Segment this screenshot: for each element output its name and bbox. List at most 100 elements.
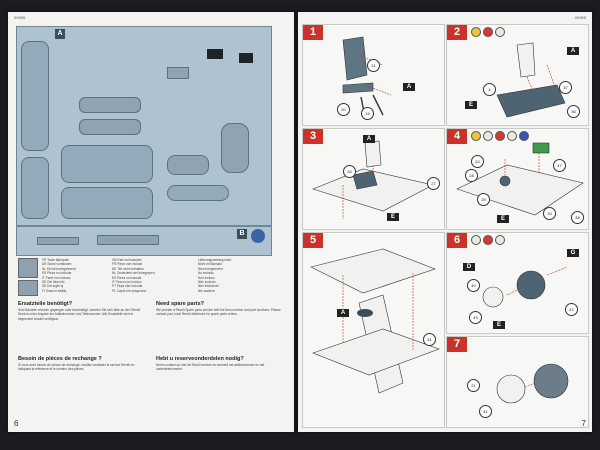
- part-callout: 20: [337, 103, 350, 116]
- legend-line: GB Part not included: [112, 258, 142, 262]
- step-number: 3: [303, 129, 323, 144]
- sprue-reference: E: [465, 101, 477, 109]
- paint-color-icons: [471, 131, 529, 141]
- upper-wing-part: [21, 41, 49, 151]
- article-body: Neem contact op met de Revell service en…: [156, 363, 265, 372]
- part-callout: 47: [553, 159, 566, 172]
- legend-line: NL Kit niet meegeleverd: [42, 266, 76, 271]
- step-number: 2: [447, 25, 467, 40]
- part-callout: 42: [565, 303, 578, 316]
- part-callout: 28: [465, 169, 478, 182]
- lower-wing-part: [21, 157, 49, 219]
- small-part: [37, 237, 79, 245]
- cockpit-floor-drawing: [496, 42, 566, 118]
- fuselage-assembly-drawing: [312, 140, 434, 219]
- color-swatch: [18, 258, 38, 278]
- page-number: 7: [581, 419, 586, 428]
- assembly-step-3: 3 34 27 E A: [302, 128, 445, 230]
- spare-parts-article: Ersatzteile benötigt? Sind Bauteile verl…: [18, 301, 146, 321]
- paint-color-icons: [471, 27, 505, 37]
- sprue-label-a: A: [55, 29, 65, 39]
- tail-part: [167, 185, 229, 201]
- paint-color-icon: [471, 27, 481, 37]
- paint-color-icon: [519, 131, 529, 141]
- fuselage-half-part: [79, 97, 141, 113]
- paint-color-icon: [471, 131, 481, 141]
- sprue-reference: A: [337, 309, 349, 317]
- article-body: We provide a Revell Spare parts service …: [156, 308, 281, 317]
- part-callout: 25: [477, 193, 490, 206]
- legend-line: DE Sonst vorhanden: [42, 262, 72, 267]
- part-callout: 21: [467, 379, 480, 392]
- step-number: 6: [447, 233, 467, 248]
- sprue-reference: D: [463, 263, 475, 271]
- legend-line: Nicht im Bausatz: [198, 262, 222, 267]
- part-callout: 34: [343, 165, 356, 178]
- spare-parts-article: Need spare parts? We provide a Revell Sp…: [156, 301, 284, 317]
- legend-line: ES Pieza no incluida: [112, 275, 142, 280]
- engine-part: [221, 123, 249, 173]
- fuselage-half-part: [79, 119, 141, 135]
- paint-color-icon: [471, 235, 481, 245]
- part-callout: 4: [483, 83, 496, 96]
- sprue-reference: E: [493, 321, 505, 329]
- legend-line: No incluido: [198, 271, 214, 276]
- legend-line: PT Peça não incluída: [112, 284, 143, 289]
- step-number: 7: [447, 337, 467, 352]
- article-body: Si vous avez besoin de pièces de rechang…: [18, 363, 135, 372]
- wing-assembly-drawing: [310, 248, 440, 394]
- product-code: 00965: [14, 15, 26, 20]
- part-callout: 27: [427, 177, 440, 190]
- paint-color-icon: [495, 131, 505, 141]
- legend-line: SE Del ingår ej: [42, 284, 64, 289]
- step-number: 5: [303, 233, 323, 248]
- sprue-reference: A: [363, 135, 375, 143]
- legend-line: Nie zawiera: [198, 288, 215, 293]
- part-callout: 19: [361, 107, 374, 120]
- revell-logo-icon: [251, 229, 265, 243]
- part-callout: 31: [423, 333, 436, 346]
- sprue-reference: A: [567, 47, 579, 55]
- legend-line: DK Del ikke inkl.: [42, 280, 66, 285]
- part-callout: 41: [479, 405, 492, 418]
- legend-line: NL Onderdeel niet inbegrepen: [112, 271, 155, 276]
- step-number: 4: [447, 129, 467, 144]
- legend-line: Ikke inkluderet: [198, 284, 219, 289]
- cockpit-detail-drawing: [456, 142, 584, 216]
- spare-parts-article: Hebt u reserveonderdelen nodig? Neem con…: [156, 356, 284, 372]
- sprue-frame-a: A: [16, 26, 272, 226]
- article-title: Ersatzteile benötigt?: [18, 301, 73, 307]
- assembly-step-5: 5 31 A: [302, 232, 445, 428]
- legend-line: Não incluído: [198, 280, 216, 285]
- part-callout: 37: [559, 81, 572, 94]
- part-callout: 43: [469, 311, 482, 324]
- cowling-assembly-drawing: [496, 363, 569, 404]
- article-title: Hebt u reserveonderdelen nodig?: [156, 356, 244, 362]
- legend-line: FR Pièce non incluse: [112, 262, 143, 267]
- assembly-step-6: 6 40 43 42 G D E: [446, 232, 589, 334]
- sprue-reference: E: [497, 215, 509, 223]
- legend-line: FI Osaa ei sisälly: [42, 288, 67, 293]
- part-callout: 24: [471, 155, 484, 168]
- sprue-reference: A: [403, 83, 415, 91]
- legend-line: Lieferungsumfang nicht: [198, 258, 232, 262]
- paint-color-icon: [495, 27, 505, 37]
- assembly-step-7: 7 21 41: [446, 336, 589, 428]
- left-instruction-page: 00965 A B FR Toute fabriquée DE Sonst vo…: [8, 12, 294, 432]
- product-code: 00965: [574, 15, 586, 20]
- small-part: [97, 235, 159, 245]
- part-callout: 36: [567, 105, 580, 118]
- small-part: [167, 67, 189, 79]
- sprue-label-b: B: [237, 229, 247, 239]
- part-callout: 38: [571, 211, 584, 224]
- paint-color-icon: [483, 131, 493, 141]
- sprue-reference: G: [567, 249, 579, 257]
- legend-line: ES Pieza no incluida: [42, 271, 72, 276]
- wing-panel-part: [61, 187, 153, 219]
- part-callout: 40: [467, 279, 480, 292]
- article-body: Sind Bauteile verloren gegangen oder bes…: [18, 308, 141, 321]
- paint-color-icon: [495, 235, 505, 245]
- legend-line: IT Parte non inclusa: [42, 275, 71, 280]
- legend-line: Non incluso: [198, 275, 215, 280]
- engine-assembly-drawing: [482, 266, 568, 308]
